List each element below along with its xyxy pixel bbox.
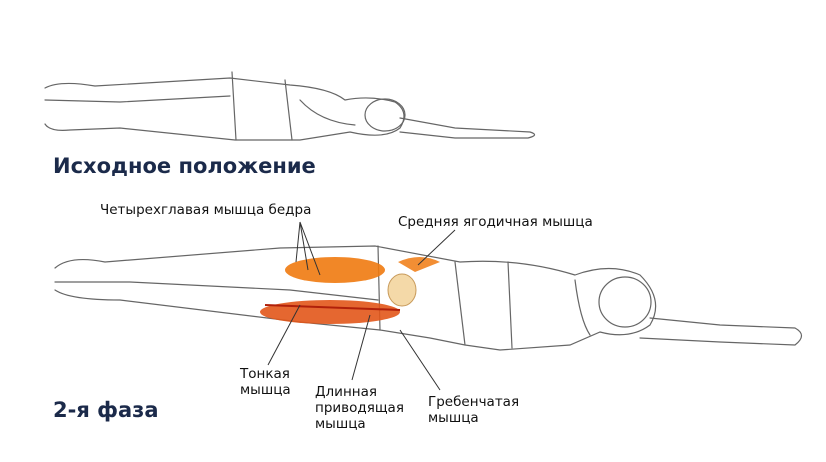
label-gracilis: Тонкая мышца [240, 366, 291, 398]
heading-phase-two: 2-я фаза [53, 398, 159, 422]
heading-start-position: Исходное положение [53, 154, 316, 178]
label-line: Гребенчатая [428, 394, 520, 410]
label-gluteus-medius: Средняя ягодичная мышца [398, 214, 593, 230]
muscles-highlight [260, 257, 440, 324]
label-line: Тонкая [240, 366, 290, 382]
figure-start-position [44, 71, 536, 141]
label-line: мышца [240, 382, 291, 398]
figure-phase-two [54, 245, 803, 351]
adductor-muscles [260, 300, 400, 324]
label-pectineus: Гребенчатая мышца [428, 394, 519, 426]
label-line: Длинная [315, 384, 377, 400]
quadriceps-muscle [285, 257, 385, 283]
label-quadriceps: Четырехглавая мышца бедра [100, 202, 312, 218]
label-adductor-longus: Длинная приводящая мышца [315, 384, 404, 432]
pelvis-bone [387, 273, 417, 307]
leader-lines [267, 221, 456, 391]
label-line: мышца [428, 410, 479, 426]
label-line: приводящая [315, 400, 404, 416]
label-line: мышца [315, 416, 366, 432]
